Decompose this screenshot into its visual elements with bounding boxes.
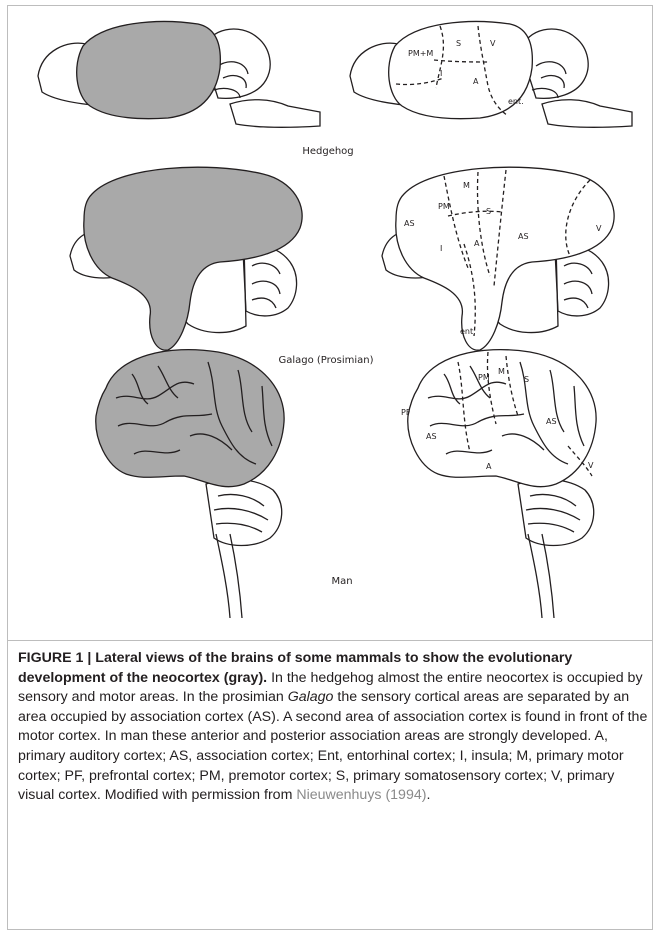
man-brain-areas xyxy=(408,350,596,618)
area-label: M xyxy=(463,181,470,190)
area-label: V xyxy=(490,39,496,48)
area-label: S xyxy=(486,207,491,216)
area-label: AS xyxy=(426,432,437,441)
area-label: A xyxy=(486,462,492,471)
area-label: PM xyxy=(478,373,490,382)
area-label: I xyxy=(440,244,442,253)
area-label: AS xyxy=(518,232,529,241)
reference-link[interactable]: Nieuwenhuys (1994) xyxy=(296,787,426,803)
species-label-man: Man xyxy=(331,576,352,587)
caption-divider xyxy=(8,640,652,641)
area-label: A xyxy=(473,77,479,86)
man-brain-shaded xyxy=(96,350,284,618)
galago-brain-areas xyxy=(382,167,614,350)
hedgehog-brain-areas xyxy=(350,22,632,128)
area-label: PM xyxy=(438,202,450,211)
species-label-hedgehog: Hedgehog xyxy=(302,146,353,157)
figure-caption: FIGURE 1 | Lateral views of the brains o… xyxy=(18,649,648,806)
species-label-galago: Galago (Prosimian) xyxy=(278,355,373,366)
area-label: ent. xyxy=(460,327,476,336)
caption-genus: Galago xyxy=(288,689,334,705)
area-label: AS xyxy=(404,219,415,228)
hedgehog-brain-shaded xyxy=(38,22,320,128)
area-label: A xyxy=(474,239,480,248)
area-label: S xyxy=(524,375,529,384)
area-label: S xyxy=(456,39,461,48)
area-label: V xyxy=(588,461,594,470)
area-label: AS xyxy=(546,417,557,426)
area-label: ent. xyxy=(508,97,524,106)
area-label: I xyxy=(440,69,442,78)
area-label: V xyxy=(596,224,602,233)
area-label: PF xyxy=(401,408,411,417)
caption-text: . xyxy=(426,787,430,803)
area-label: M xyxy=(498,367,505,376)
brain-figure: Hedgehog Galago (Prosimian) Man PM+M S V… xyxy=(8,6,652,638)
area-label: PM+M xyxy=(408,49,433,58)
galago-brain-shaded xyxy=(70,167,302,350)
